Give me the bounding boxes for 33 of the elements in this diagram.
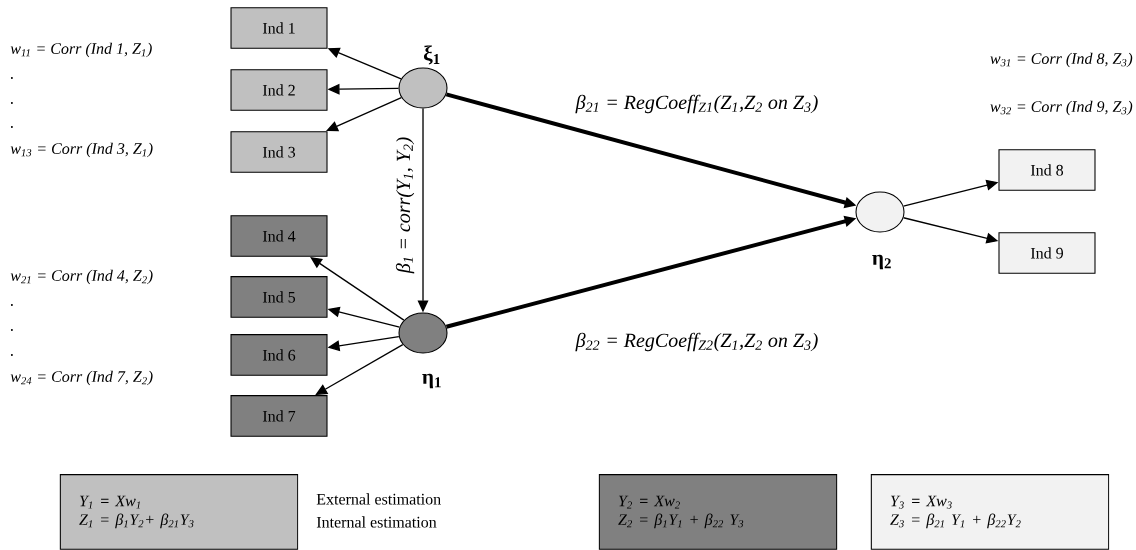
latent-label: η$_{2}$ (872, 254, 891, 270)
weight-formula: w$_{24}$ = Corr (Ind 7, Z$_{2}$) (10, 370, 153, 386)
latent-label: ξ$_{1}$ (423, 45, 440, 65)
edge-label: β$_{21}$ = RegCoeff$_{Z1}$(Z$_{1}$,Z$_{2}$ on Z$_{3}$) (574, 93, 820, 115)
arrow (326, 96, 402, 132)
dot: . (10, 102, 13, 104)
weight-formula: w$_{13}$ = Corr (Ind 3, Z$_{1}$) (10, 142, 153, 158)
latent-label: η$_{1}$ (422, 373, 441, 389)
indicator-box: Ind 6 (230, 334, 328, 376)
equation-box: Y$_{2}$ = Xw$_{2}$ Z$_{2}$ = β$_{1}$Y$_{1}$ + β$_{22}$ Y$_{3}$ (598, 474, 838, 550)
indicator-box: Ind 2 (230, 69, 328, 111)
weight-formula: w$_{32}$ = Corr (Ind 9, Z$_{3}$) (990, 100, 1133, 116)
dot: . (10, 126, 13, 128)
indicator-box: Ind 5 (230, 276, 328, 318)
indicator-box: Ind 7 (230, 395, 328, 437)
legend-text: Internal estimation (316, 516, 437, 528)
indicator-box: Ind 3 (230, 131, 328, 173)
weight-formula: w$_{11}$ = Corr (Ind 1, Z$_{1}$) (10, 42, 152, 58)
equation-box: Y$_{3}$ = Xw$_{3}$ Z$_{3}$ = β$_{21}$ Y$_{1}$ + β$_{22}$Y$_{2}$ (870, 474, 1110, 550)
dot: . (10, 304, 13, 306)
indicator-box: Ind 4 (230, 215, 328, 257)
indicator-box: Ind 9 (998, 232, 1096, 274)
dot: . (10, 354, 13, 356)
dot: . (10, 77, 13, 79)
equation-box: Y$_{1}$ = Xw$_{1}$ Z$_{1}$ = β$_{1}$Y$_{2}$+ β$_{21}$Y$_{3}$ (59, 474, 299, 550)
indicator-box: Ind 1 (230, 7, 328, 49)
legend-text: External estimation (316, 493, 441, 505)
weight-formula: w$_{21}$ = Corr (Ind 4, Z$_{2}$) (10, 269, 153, 285)
weight-formula: w$_{31}$ = Corr (Ind 8, Z$_{3}$) (990, 52, 1133, 68)
indicator-box: Ind 8 (998, 149, 1096, 191)
dot: . (10, 329, 13, 331)
edge-label: β$_{1}$ = corr(Y$_{1}$, Y$_{2}$) (394, 135, 416, 275)
edge-label: β$_{22}$ = RegCoeff$_{Z2}$(Z$_{1}$,Z$_{2}$ on Z$_{3}$) (574, 331, 820, 353)
